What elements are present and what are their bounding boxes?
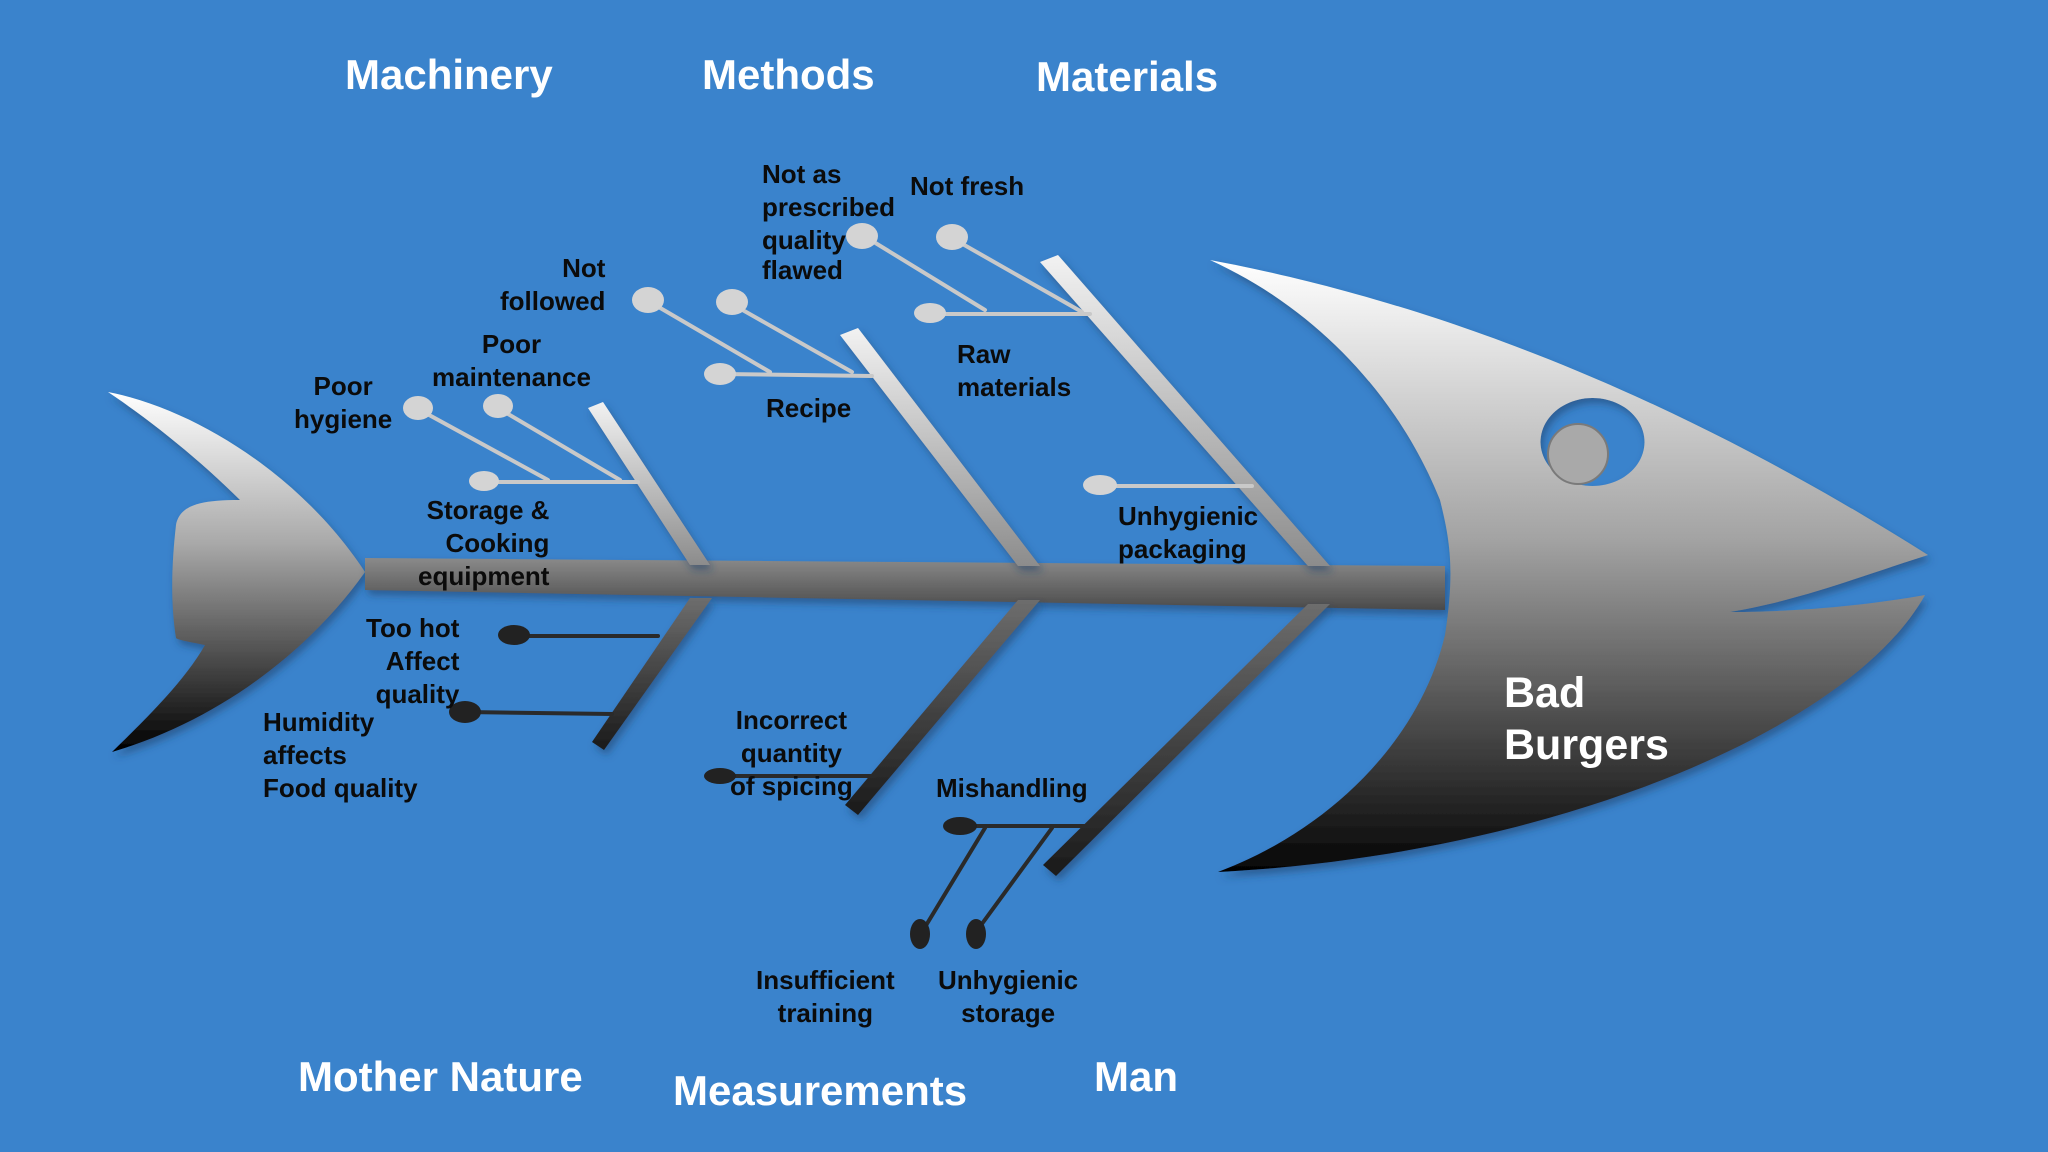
fish-pupil <box>1547 423 1609 485</box>
cause-humidity-food-quality: Humidity affects Food quality <box>263 707 418 804</box>
knob <box>403 396 433 420</box>
cause-unhygienic-storage: Unhygienic storage <box>938 965 1079 1029</box>
cause-storage-cooking-equipment: Storage & Cooking equipment <box>418 495 550 592</box>
cause-not-followed: Not followed <box>500 253 606 317</box>
fish-head <box>1210 260 1928 872</box>
knob <box>910 919 930 949</box>
knob <box>449 701 481 723</box>
category-mother-nature: Mother Nature <box>298 1053 583 1100</box>
lower-ribs <box>592 598 1330 876</box>
cause-unhygienic-packaging: Unhygienic packaging <box>1118 501 1259 565</box>
lower-branches <box>449 625 1100 949</box>
category-methods: Methods <box>702 51 875 98</box>
cause-recipe: Recipe <box>766 393 852 423</box>
upper-branches <box>403 223 1254 495</box>
rib-materials <box>1040 255 1330 566</box>
knob <box>498 625 530 645</box>
cause-raw-materials: Raw materials <box>957 339 1072 403</box>
upper-ribs <box>588 255 1330 566</box>
knob <box>704 768 736 784</box>
cause-incorrect-quantity-spicing: Incorrect quantity of spicing <box>730 705 853 802</box>
rib-mother-nature <box>592 598 712 750</box>
rib-measurements <box>845 600 1040 815</box>
fish-tail <box>108 392 365 752</box>
category-man: Man <box>1094 1053 1178 1100</box>
knob <box>1083 475 1117 495</box>
cause-not-fresh: Not fresh <box>910 171 1025 201</box>
knob <box>914 303 946 323</box>
knob <box>846 223 878 249</box>
rib-methods <box>840 328 1040 566</box>
cause-poor-maintenance: Poor maintenance <box>432 329 591 393</box>
category-machinery: Machinery <box>345 51 553 98</box>
cause-too-hot-affect-quality: Too hot Affect quality <box>366 613 460 710</box>
knob <box>469 471 499 491</box>
fish-spine <box>365 558 1445 610</box>
category-materials: Materials <box>1036 53 1219 100</box>
rib-machinery <box>588 402 710 565</box>
rib-man <box>1043 604 1330 876</box>
knob <box>966 919 986 949</box>
knob <box>716 289 748 315</box>
knob <box>943 817 977 835</box>
category-measurements: Measurements <box>673 1067 968 1114</box>
effect-label: Bad Burgers <box>1504 669 1669 769</box>
cause-not-as-prescribed-quality: Not as prescribed quality <box>762 159 895 256</box>
knob <box>936 224 968 250</box>
cause-mishandling: Mishandling <box>936 773 1088 803</box>
cause-flawed: flawed <box>762 255 843 285</box>
cause-insufficient-training: Insufficient training <box>756 965 895 1029</box>
knob <box>483 394 513 418</box>
knob <box>632 287 664 313</box>
knob <box>704 363 736 385</box>
cause-poor-hygiene: Poor hygiene <box>294 371 393 435</box>
